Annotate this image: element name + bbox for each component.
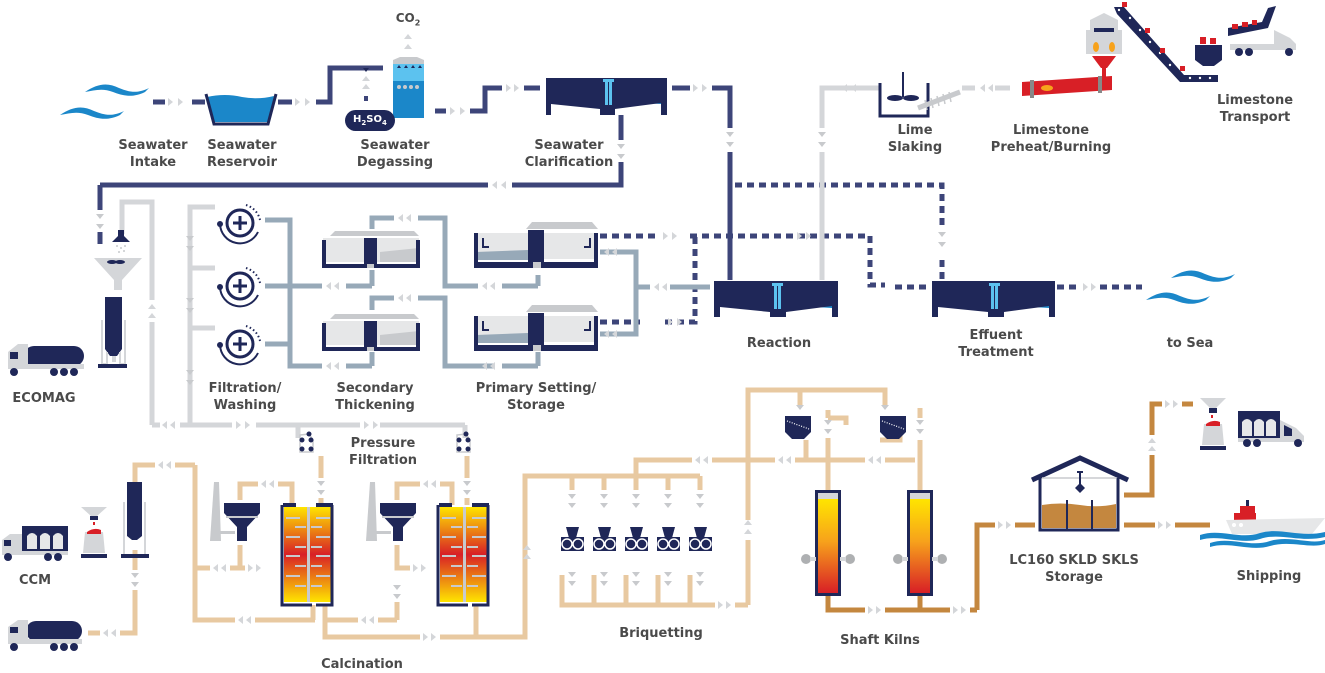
label-briquetting: Briquetting bbox=[619, 626, 703, 641]
ecomag-silo-icon bbox=[98, 297, 127, 368]
label-reaction: Reaction bbox=[746, 336, 812, 351]
ccm-bag-truck-icon bbox=[2, 526, 68, 561]
storage-building-icon bbox=[1030, 455, 1130, 532]
rotary-filter-icon-3 bbox=[217, 325, 261, 366]
pressure-filter-icon-2 bbox=[456, 431, 471, 453]
ccm-silo-icon bbox=[121, 482, 149, 558]
secondary-thickener-icon-1 bbox=[322, 231, 420, 268]
ccm-bagging-station-icon bbox=[81, 507, 107, 558]
seawater-intake-waves-icon bbox=[60, 84, 149, 119]
ecomag-tanker-truck-icon bbox=[8, 344, 84, 376]
briquetting-press-icon bbox=[657, 527, 680, 551]
briquetting-press-icon bbox=[561, 527, 584, 551]
seawater-pipes bbox=[97, 65, 733, 280]
calcination-stack-icon-1 bbox=[210, 482, 260, 541]
rotary-filter-icon-1 bbox=[217, 204, 261, 245]
calcination-furnace-icon-2 bbox=[436, 503, 490, 607]
briquetting-press-icon bbox=[689, 527, 712, 551]
briquetting-press-icon bbox=[593, 527, 616, 551]
ccm-tanker-truck-icon bbox=[8, 620, 82, 651]
primary-settler-icon-1 bbox=[474, 222, 598, 268]
calcination-stack-icon-2 bbox=[366, 482, 416, 541]
label-ccm: CCM bbox=[18, 573, 52, 588]
reaction-clarifier-icon bbox=[714, 281, 838, 317]
effluent-clarifier-icon bbox=[932, 281, 1055, 317]
co2-label: CO2 bbox=[395, 11, 421, 28]
shipping-bagging-station-icon bbox=[1200, 398, 1226, 450]
limestone-rotary-kiln-icon bbox=[1022, 76, 1112, 98]
seawater-reservoir-icon bbox=[204, 93, 278, 126]
dotted-flow-lines bbox=[600, 182, 1142, 325]
pressure-filter-icon-1 bbox=[299, 431, 314, 453]
shipping-bag-truck-icon bbox=[1238, 411, 1304, 447]
h2so4-badge: H2SO4 bbox=[345, 110, 395, 131]
lime-slaking-tank-icon bbox=[878, 72, 961, 118]
shaft-kiln-icon-1 bbox=[801, 490, 855, 596]
limestone-preheater-icon bbox=[1086, 13, 1122, 78]
kiln-hopper-icon-2 bbox=[880, 416, 906, 439]
limestone-dump-truck-icon bbox=[1228, 6, 1296, 56]
label-ecomag: ECOMAG bbox=[12, 391, 76, 406]
label-shaft-kilns: Shaft Kilns bbox=[840, 633, 920, 648]
label-to-sea: to Sea bbox=[1166, 336, 1214, 351]
seawater-clarifier-icon bbox=[546, 78, 667, 115]
secondary-thickener-icon-2 bbox=[322, 314, 420, 351]
seawater-degassing-tower-icon bbox=[362, 34, 424, 118]
limestone-conveyor-icon bbox=[1114, 2, 1222, 82]
briquetting-press-icon bbox=[625, 527, 648, 551]
label-primary-setting: Primary Setting/Storage bbox=[475, 381, 597, 413]
label-filtration-washing: Filtration/Washing bbox=[208, 381, 282, 413]
primary-settler-icon-2 bbox=[474, 305, 598, 351]
rotary-filter-icon-2 bbox=[217, 267, 261, 308]
label-calcination: Calcination bbox=[321, 657, 403, 672]
ecomag-hopper-icon bbox=[94, 230, 142, 290]
to-sea-waves-icon bbox=[1146, 270, 1235, 304]
kiln-hopper-icon-1 bbox=[785, 416, 811, 439]
label-shipping: Shipping bbox=[1236, 569, 1302, 584]
cargo-ship-icon bbox=[1200, 500, 1325, 548]
shaft-kiln-icon-2 bbox=[893, 490, 947, 596]
briquetting-presses bbox=[561, 527, 712, 551]
calcination-furnace-icon-1 bbox=[280, 503, 334, 607]
